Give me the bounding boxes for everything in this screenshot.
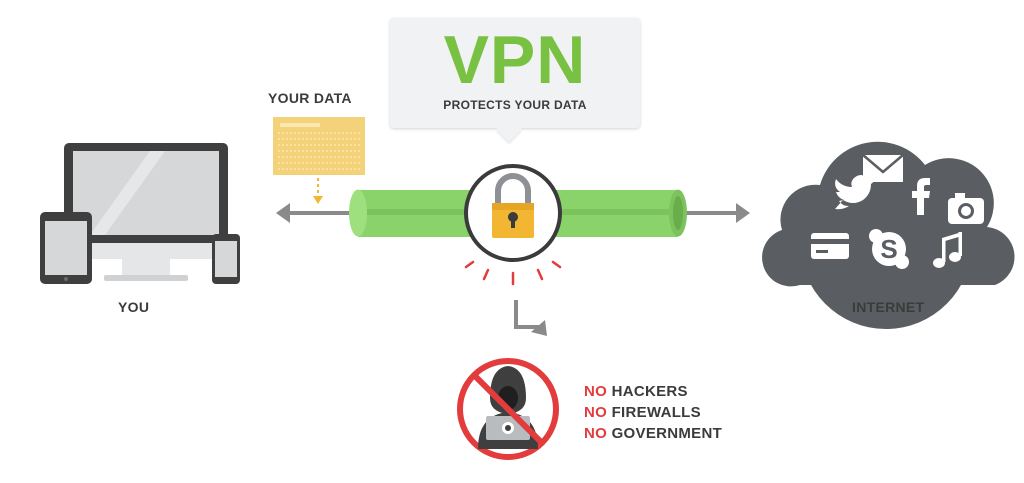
credit-card-icon: [811, 233, 849, 259]
threat-prefix: NO: [584, 404, 608, 421]
data-folder-icon: [273, 117, 365, 204]
camera-icon: [948, 193, 984, 224]
you-label: YOU: [118, 299, 150, 315]
vpn-callout: [390, 18, 640, 128]
threat-prefix: NO: [584, 383, 608, 400]
vpn-subtitle: PROTECTS YOUR DATA: [443, 98, 587, 112]
threat-item: NO HACKERS: [584, 381, 722, 402]
your-data-label: YOUR DATA: [268, 90, 352, 106]
twitter-icon: [835, 175, 876, 210]
internet-label: INTERNET: [852, 299, 925, 315]
threat-list: NO HACKERS NO FIREWALLS NO GOVERNMENT: [584, 381, 722, 444]
skype-icon: S: [869, 229, 909, 269]
threat-prefix: NO: [584, 425, 608, 442]
music-note-icon: [933, 232, 962, 268]
svg-text:S: S: [880, 234, 897, 264]
threat-text: GOVERNMENT: [611, 425, 723, 442]
devices-icon: [40, 143, 240, 284]
blocked-path-arrow-icon: [514, 300, 547, 336]
padlock-icon: [464, 164, 562, 262]
threat-item: NO GOVERNMENT: [584, 423, 722, 444]
alert-rays: [464, 260, 562, 286]
threat-item: NO FIREWALLS: [584, 402, 722, 423]
threat-text: HACKERS: [611, 383, 688, 400]
threat-text: FIREWALLS: [611, 404, 701, 421]
vpn-title: VPN: [443, 22, 587, 98]
arrow-left-icon: [276, 203, 356, 223]
facebook-icon: [912, 178, 930, 215]
arrow-right-icon: [680, 203, 750, 223]
hacker-blocked-icon: [457, 358, 559, 460]
